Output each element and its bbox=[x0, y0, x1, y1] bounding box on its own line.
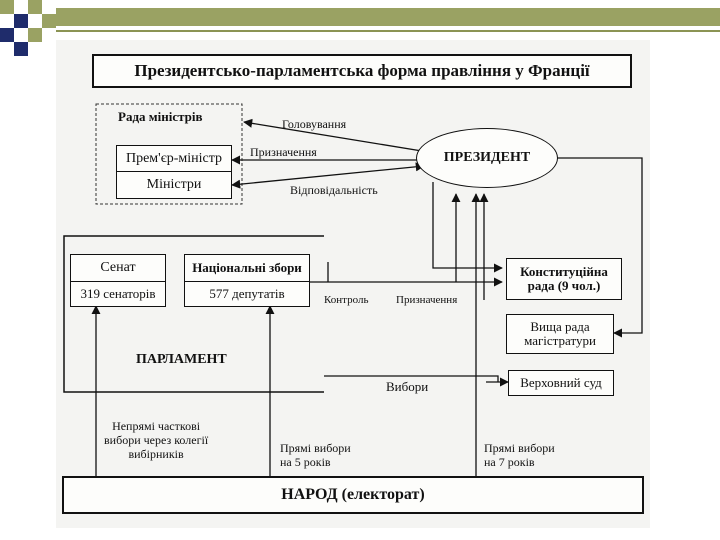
president-text: ПРЕЗИДЕНТ bbox=[443, 150, 531, 166]
label-indirect-2: вибори через колегії bbox=[104, 432, 209, 447]
constitutional-council-text-2: рада (9 чол.) bbox=[527, 278, 601, 293]
deco-square-olive-3 bbox=[28, 28, 42, 42]
edge-elections bbox=[324, 375, 499, 382]
label-direct7-1: Прямі вибори bbox=[484, 441, 555, 455]
national-assembly-box: Національні збори bbox=[184, 254, 310, 282]
deco-top-stripe bbox=[56, 8, 720, 26]
label-direct7-2: на 7 років bbox=[484, 454, 535, 469]
senate-text: Сенат bbox=[100, 260, 136, 276]
constitutional-council-box: Конституційна рада (9 чол.) bbox=[506, 258, 622, 300]
label-direct5-1: Прямі вибори bbox=[280, 441, 351, 455]
label-direct5-2: на 5 років bbox=[280, 454, 331, 469]
label-appointment-mid: Призначення bbox=[396, 294, 458, 306]
deco-square-olive-2 bbox=[28, 0, 42, 14]
deco-square-navy-1 bbox=[14, 14, 28, 28]
supreme-court-box: Верховний суд bbox=[508, 370, 614, 396]
magistracy-text-1: Вища рада bbox=[530, 318, 590, 334]
deco-square-navy-2 bbox=[0, 28, 14, 42]
parliament-label: ПАРЛАМЕНТ bbox=[136, 352, 227, 367]
ministers-box: Міністри bbox=[116, 171, 232, 199]
label-direct-5: Прямі вибори на 5 років bbox=[280, 441, 351, 470]
supreme-court-text: Верховний суд bbox=[520, 374, 602, 390]
deco-square-navy-3 bbox=[14, 42, 28, 56]
label-chairing: Головування bbox=[282, 117, 347, 131]
senate-count-text: 319 сенаторів bbox=[80, 285, 156, 301]
people-box: НАРОД (електорат) bbox=[62, 476, 644, 514]
label-responsibility: Відповідальність bbox=[290, 183, 378, 197]
label-indirect-3: вибірників bbox=[128, 446, 184, 461]
deco-bottom-line bbox=[56, 30, 720, 32]
diagram-title: Президентсько-парламентська форма правлі… bbox=[92, 54, 632, 88]
prime-minister-text: Прем'єр-міністр bbox=[125, 151, 222, 167]
national-assembly-text: Національні збори bbox=[192, 259, 302, 275]
label-elections: Вибори bbox=[386, 379, 429, 394]
assembly-count-text: 577 депутатів bbox=[209, 285, 285, 301]
senate-count-box: 319 сенаторів bbox=[70, 281, 166, 307]
label-indirect-elections: Непрямі часткові вибори через колегії ви… bbox=[104, 419, 209, 461]
label-direct-7: Прямі вибори на 7 років bbox=[484, 441, 555, 470]
people-text: НАРОД (електорат) bbox=[281, 486, 425, 504]
parliament-frame bbox=[63, 235, 324, 393]
label-indirect-1: Непрямі часткові bbox=[112, 419, 201, 433]
constitutional-council-text-1: Конституційна bbox=[520, 263, 608, 279]
council-frame bbox=[95, 103, 243, 205]
magistracy-text-2: магістратури bbox=[524, 333, 596, 348]
president-node: ПРЕЗИДЕНТ bbox=[416, 128, 558, 188]
label-appointment-top: Призначення bbox=[250, 145, 317, 159]
deco-square-olive-1 bbox=[0, 0, 14, 14]
edge-responsibility bbox=[231, 162, 425, 189]
senate-box: Сенат bbox=[70, 254, 166, 282]
prime-minister-box: Прем'єр-міністр bbox=[116, 145, 232, 173]
edge-chairing bbox=[243, 118, 429, 153]
edge-president-magistracy bbox=[556, 157, 643, 338]
label-control: Контроль bbox=[324, 294, 369, 306]
council-of-ministers-label: Рада міністрів bbox=[118, 109, 203, 124]
assembly-count-box: 577 депутатів bbox=[184, 281, 310, 307]
ministers-text: Міністри bbox=[146, 177, 202, 193]
diagram-title-text: Президентсько-парламентська форма правлі… bbox=[134, 60, 590, 80]
deco-square-olive-4 bbox=[42, 14, 56, 28]
edge-president-constitutional bbox=[432, 182, 503, 273]
magistracy-box: Вища рада магістратури bbox=[506, 314, 614, 354]
